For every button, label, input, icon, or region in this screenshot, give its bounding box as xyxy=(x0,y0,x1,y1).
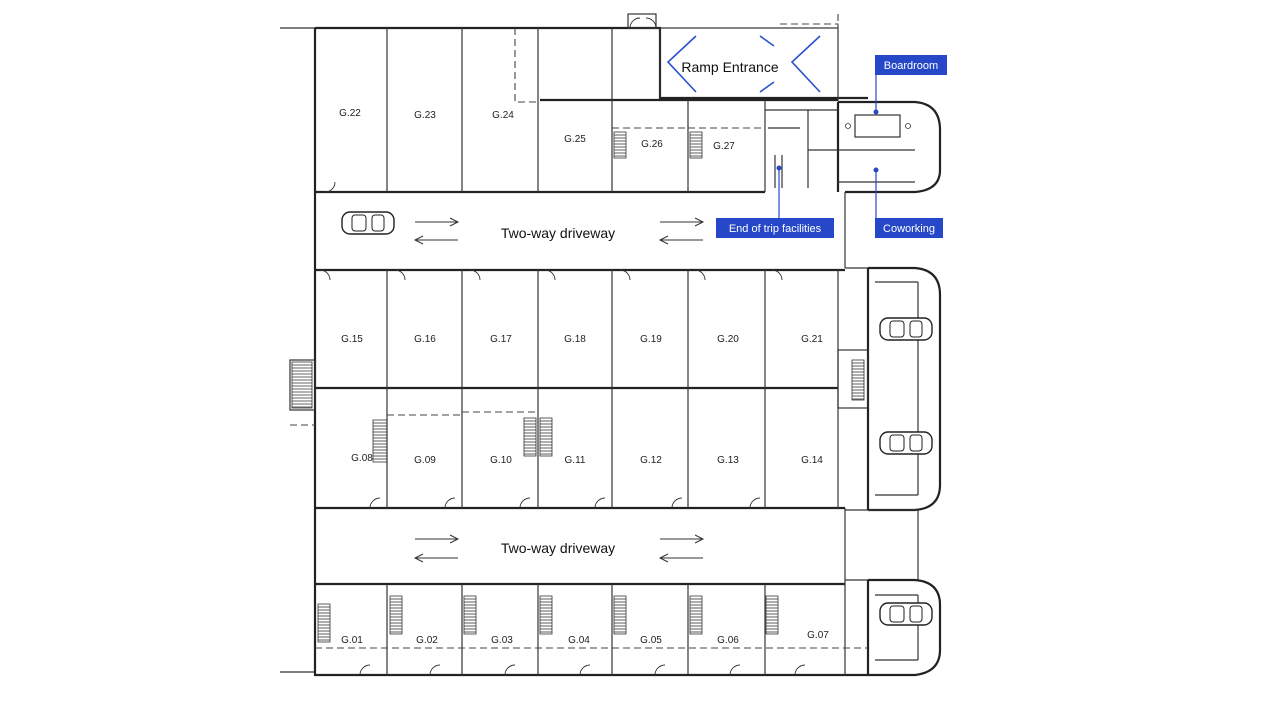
stairs-icon xyxy=(851,359,865,401)
callout-coworking-label: Coworking xyxy=(883,223,935,235)
car-icon xyxy=(879,431,933,455)
unit-label: G.25 xyxy=(564,134,586,145)
arrow-left-icon xyxy=(413,553,458,563)
callout-boardroom: Boardroom xyxy=(873,55,947,115)
doors xyxy=(319,17,806,676)
stairs-icon xyxy=(689,131,703,159)
ramp-entrance-label: Ramp Entrance xyxy=(681,59,778,75)
stairs-icon xyxy=(689,595,703,635)
callout-coworking: Coworking xyxy=(873,167,943,238)
unit-labels: G.22 G.23 G.24 G.25 G.26 G.27 G.15 G.16 … xyxy=(339,108,829,646)
car-icon xyxy=(879,602,933,626)
unit-label: G.22 xyxy=(339,108,361,119)
unit-label: G.21 xyxy=(801,334,823,345)
arrow-right-icon xyxy=(660,217,705,227)
driveway-label-lower: Two-way driveway xyxy=(501,540,615,556)
unit-label: G.11 xyxy=(565,455,586,466)
callout-end-of-trip-label: End of trip facilities xyxy=(729,223,822,235)
arrow-right-icon xyxy=(660,534,705,544)
callout-end-of-trip: End of trip facilities xyxy=(716,165,834,238)
stairs-icon xyxy=(613,131,627,159)
stairs-icon xyxy=(317,603,331,643)
unit-label: G.02 xyxy=(416,635,438,646)
unit-label: G.14 xyxy=(801,455,823,466)
car-icon xyxy=(341,211,395,235)
stairs-icon xyxy=(613,595,627,635)
unit-label: G.05 xyxy=(640,635,662,646)
unit-label: G.16 xyxy=(414,334,436,345)
unit-label: G.19 xyxy=(640,334,662,345)
stairs-icon xyxy=(463,595,477,635)
stairs xyxy=(291,131,865,643)
unit-label: G.23 xyxy=(414,110,436,121)
stairs-icon xyxy=(765,595,779,635)
unit-label: G.07 xyxy=(807,630,829,641)
unit-label: G.06 xyxy=(717,635,739,646)
arrow-left-icon xyxy=(658,553,703,563)
middle-units xyxy=(289,270,869,510)
unit-label: G.20 xyxy=(717,334,739,345)
unit-label: G.12 xyxy=(640,455,662,466)
stairs-icon xyxy=(523,417,537,457)
unit-label: G.24 xyxy=(492,110,514,121)
arrow-right-icon xyxy=(415,534,460,544)
bottom-units xyxy=(315,508,868,675)
top-row-units xyxy=(315,28,838,194)
stairs-icon xyxy=(389,595,403,635)
arrow-right-icon xyxy=(415,217,460,227)
unit-label: G.09 xyxy=(414,455,436,466)
unit-label: G.10 xyxy=(490,455,512,466)
driveway-lower: Two-way driveway xyxy=(315,534,845,586)
stairs-icon xyxy=(539,417,553,457)
unit-label: G.04 xyxy=(568,635,590,646)
car-icon xyxy=(879,317,933,341)
ramp-entrance: Ramp Entrance xyxy=(627,13,839,101)
stairs-icon xyxy=(291,361,313,409)
driveway-upper: Two-way driveway xyxy=(315,211,845,272)
unit-label: G.18 xyxy=(564,334,586,345)
arrow-left-icon xyxy=(413,235,458,245)
outer-walls xyxy=(280,26,942,677)
unit-label: G.15 xyxy=(341,334,363,345)
callout-boardroom-label: Boardroom xyxy=(884,60,938,72)
facility-rooms xyxy=(765,109,915,188)
unit-label: G.17 xyxy=(490,334,512,345)
driveway-label-upper: Two-way driveway xyxy=(501,225,615,241)
unit-label: G.08 xyxy=(351,453,373,464)
stairs-icon xyxy=(539,595,553,635)
unit-label: G.13 xyxy=(717,455,739,466)
unit-label: G.26 xyxy=(641,139,663,150)
arrow-left-icon xyxy=(658,235,703,245)
unit-label: G.27 xyxy=(713,141,735,152)
stairs-icon xyxy=(372,419,388,463)
unit-label: G.01 xyxy=(341,635,363,646)
unit-label: G.03 xyxy=(491,635,513,646)
